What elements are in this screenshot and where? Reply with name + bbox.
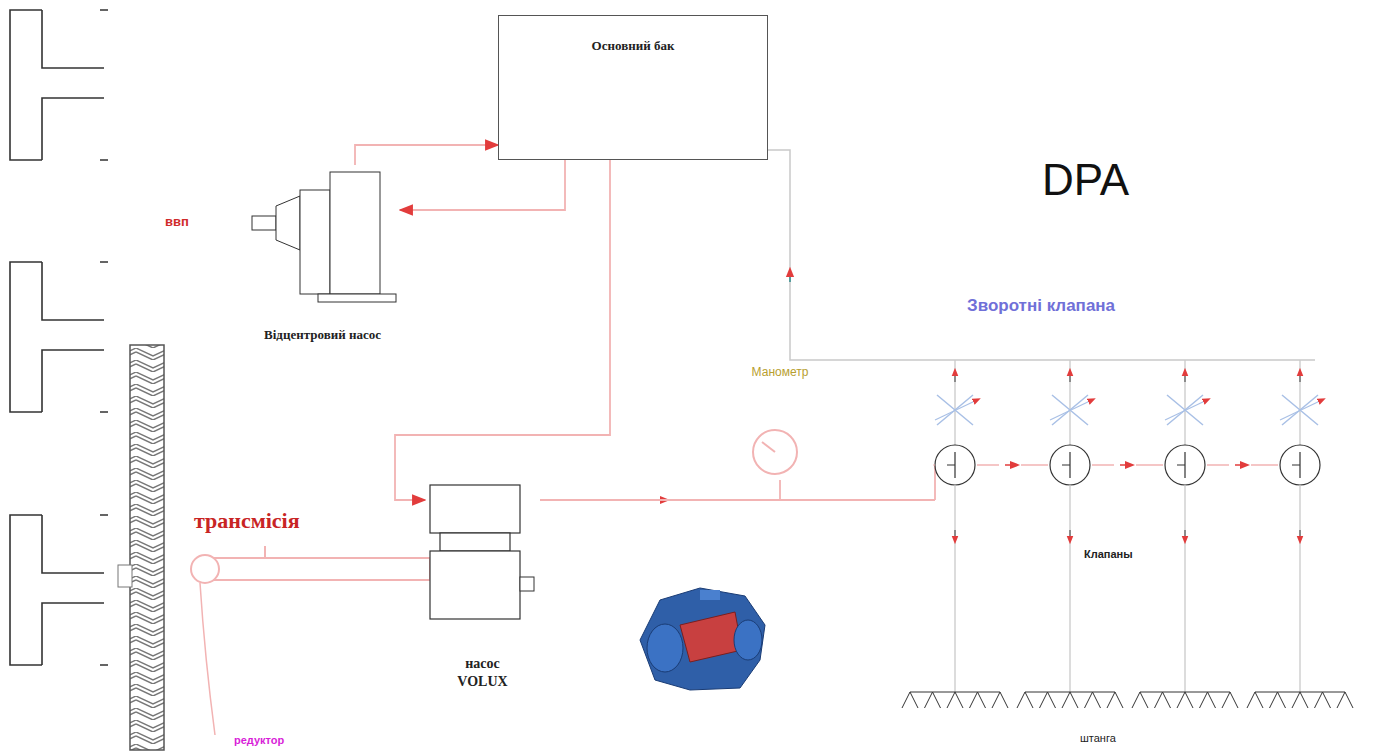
throttle-arrow [1280, 400, 1322, 420]
volux-shaft [520, 577, 534, 591]
spray-nozzles [1247, 692, 1353, 708]
pump-end [734, 620, 762, 660]
volux-head [430, 485, 520, 533]
transmission-shaft [215, 558, 430, 580]
node-text: насос VOLUX [441, 655, 525, 690]
feed-arrow [1184, 530, 1185, 540]
pressure-line [775, 499, 935, 501]
valve-link [1092, 464, 1114, 466]
volux-body [430, 551, 520, 619]
return-arrow [1069, 372, 1070, 382]
pump-illustration [640, 588, 765, 690]
valve-circle [935, 445, 975, 485]
return-arrow [789, 272, 791, 282]
pump-casing [640, 588, 765, 690]
node-text: Манометр [750, 365, 811, 380]
valve-symbol [1062, 452, 1070, 478]
boom-feed [1299, 485, 1300, 692]
throttle-arrow [1050, 400, 1092, 420]
volux-neck [440, 533, 510, 551]
gear-rack [130, 345, 164, 750]
valve-link [1251, 464, 1278, 466]
return-arrow [1184, 372, 1185, 382]
transmission-label: трансмісія [192, 508, 302, 534]
return-branch [1184, 360, 1185, 445]
feed-arrow [1069, 530, 1070, 540]
node-text: Відцентровий насос [262, 327, 383, 343]
pto-label: ввп [163, 214, 191, 229]
return-branch [1069, 360, 1070, 445]
valve-link [1021, 464, 1048, 466]
pump-end [647, 624, 683, 672]
pump-shaft [252, 216, 276, 230]
wheel-bracket [10, 515, 108, 665]
tank-box: Основний бак [498, 15, 768, 160]
shaft-mark [264, 546, 266, 558]
centrifugal-pump-symbol [252, 172, 396, 302]
flow-arrow [1235, 464, 1245, 466]
gear-mount [118, 565, 132, 587]
pump-rotor [680, 612, 742, 662]
return-arrow [954, 372, 955, 382]
flow-arrow [1005, 464, 1015, 466]
pump-port [700, 590, 720, 600]
pump-cone [276, 196, 300, 250]
pump-housing [330, 172, 380, 294]
return-arrow [1299, 372, 1300, 382]
spray-nozzles [1132, 692, 1238, 708]
reducer-label: редуктор [232, 734, 286, 746]
valve-symbol [947, 452, 955, 478]
node-text: Основний бак [590, 38, 677, 54]
manometer-needle [762, 442, 775, 452]
reducer-symbol [191, 555, 219, 583]
boom-feed [1184, 485, 1185, 692]
feed-arrow [1299, 530, 1300, 540]
valve-circle [1280, 445, 1320, 485]
boom-label: штанга [1078, 732, 1118, 744]
pipe-connector [400, 160, 565, 210]
valve-circle [1050, 445, 1090, 485]
boom-feed [1069, 485, 1070, 692]
valve-symbol [1177, 452, 1185, 478]
manometer-gauge [753, 430, 797, 474]
pipe-connector [540, 480, 780, 500]
feed-arrow [954, 530, 955, 540]
diagram-code: DPA [1040, 155, 1131, 205]
valve-link [1207, 464, 1229, 466]
wheel-bracket [10, 262, 108, 412]
valves-label: Клапаны [1082, 548, 1135, 560]
valve-circle [1165, 445, 1205, 485]
valve-symbol [1292, 452, 1300, 478]
throttle-arrow [935, 400, 977, 420]
return-valves-label: Зворотні клапана [965, 296, 1117, 316]
pipe-connector [395, 160, 610, 500]
volux-pump-block: насос VOLUX [425, 480, 540, 690]
valve-link [1136, 464, 1163, 466]
pump-body [300, 190, 330, 294]
valve-link [977, 464, 999, 466]
return-branch [954, 360, 955, 445]
boom-feed [954, 485, 955, 692]
valve-assembly [1247, 360, 1353, 708]
pressure-line [933, 465, 935, 466]
pipe-connector [355, 145, 498, 165]
pump-block: Відцентровий насос [245, 165, 400, 343]
wheel-bracket [10, 10, 108, 160]
throttle-arrow [1165, 400, 1207, 420]
spray-nozzles [1017, 692, 1123, 708]
valve-assembly [1132, 360, 1278, 708]
flow-arrow [1120, 464, 1130, 466]
return-line [768, 150, 1315, 360]
manometer-block: Манометр [735, 365, 825, 480]
pump-base [318, 294, 396, 302]
reducer-leader [200, 583, 215, 735]
valve-assembly [902, 360, 1048, 708]
return-branch [1299, 360, 1300, 445]
valve-assembly [1017, 360, 1163, 708]
spray-nozzles [902, 692, 1008, 708]
